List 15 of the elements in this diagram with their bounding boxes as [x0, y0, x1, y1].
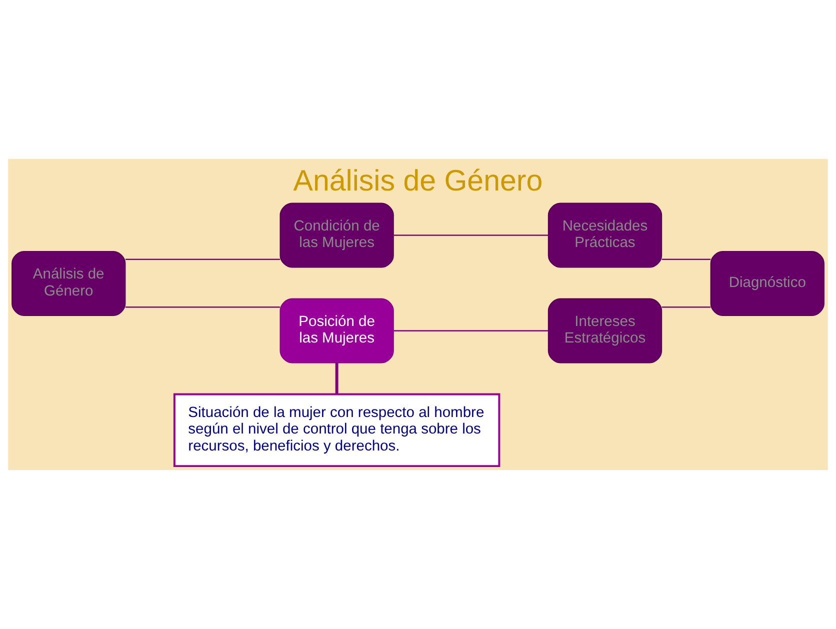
connector [126, 258, 280, 260]
node-box: Situación de la mujer con respecto al hombre según el nivel de control que tenga sobre los recursos, beneficios y derechos. [173, 393, 500, 468]
node-box: Intereses Estratégicos [548, 298, 662, 364]
connector [335, 362, 338, 394]
node-box: Análisis de Género [12, 251, 126, 316]
connector [126, 306, 280, 308]
node-box: Necesidades Prácticas [548, 202, 662, 268]
connector [394, 234, 548, 236]
connector [662, 258, 711, 260]
node-box: Posición de las Mujeres [280, 298, 394, 364]
node-box: Diagnóstico [710, 251, 824, 316]
connector [394, 330, 548, 332]
connector [662, 306, 711, 308]
node-box: Condición de las Mujeres [280, 202, 394, 268]
diagram-title: Análisis de Género [293, 164, 543, 198]
